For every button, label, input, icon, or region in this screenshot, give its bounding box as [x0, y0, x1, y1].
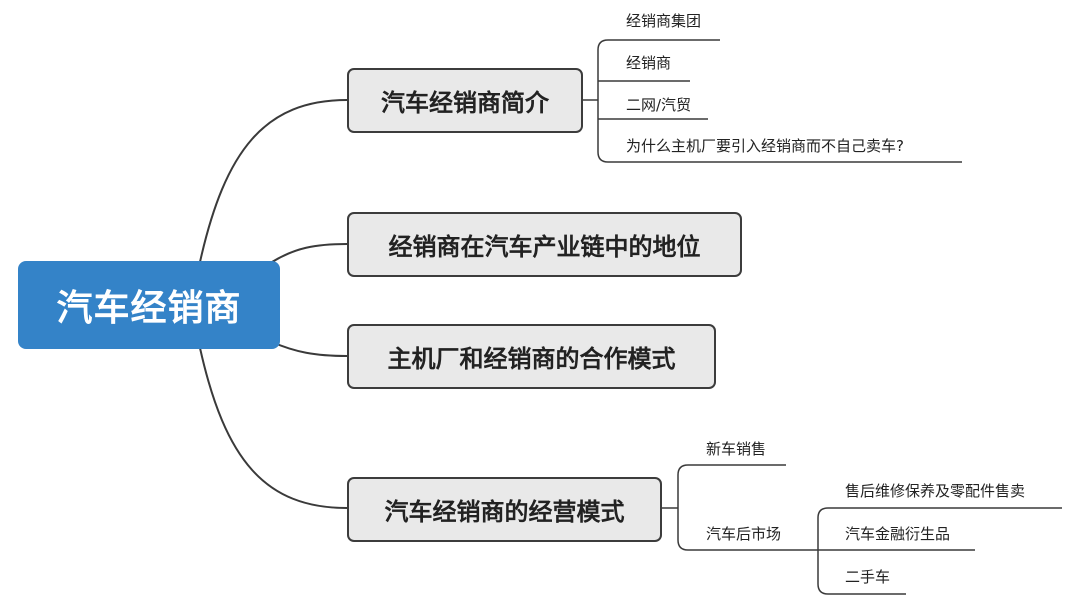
leaf-repair-parts[interactable]: 售后维修保养及零配件售卖: [845, 482, 1026, 500]
leaf-dealer-group[interactable]: 经销商集团: [626, 12, 702, 30]
branch-oem-cooperation[interactable]: 主机厂和经销商的合作模式: [347, 324, 716, 389]
connector-root-branch-2: [271, 243, 348, 263]
leaf-new-car-sales[interactable]: 新车销售: [706, 440, 767, 458]
connector-branch4-bracket: [677, 464, 689, 551]
branch-business-model[interactable]: 汽车经销商的经营模式: [347, 477, 662, 542]
leaf-used-cars[interactable]: 二手车: [845, 568, 891, 586]
connector-aftermarket-bracket: [817, 507, 829, 595]
leaf-aftermarket[interactable]: 汽车后市场: [706, 525, 782, 543]
connector-root-branch-1: [199, 99, 348, 263]
connector-root-branch-4: [199, 347, 348, 509]
connector-root-branch-3: [271, 341, 348, 357]
branch-dealer-intro[interactable]: 汽车经销商简介: [347, 68, 583, 133]
leaf-secondary-network[interactable]: 二网/汽贸: [626, 96, 692, 114]
branch-dealer-position[interactable]: 经销商在汽车产业链中的地位: [347, 212, 742, 277]
connector-branch1-bracket: [597, 39, 609, 163]
root-node[interactable]: 汽车经销商: [18, 261, 280, 349]
leaf-dealer[interactable]: 经销商: [626, 54, 672, 72]
leaf-auto-finance[interactable]: 汽车金融衍生品: [845, 525, 951, 543]
leaf-why-oem-uses-dealers[interactable]: 为什么主机厂要引入经销商而不自己卖车?: [626, 137, 904, 155]
